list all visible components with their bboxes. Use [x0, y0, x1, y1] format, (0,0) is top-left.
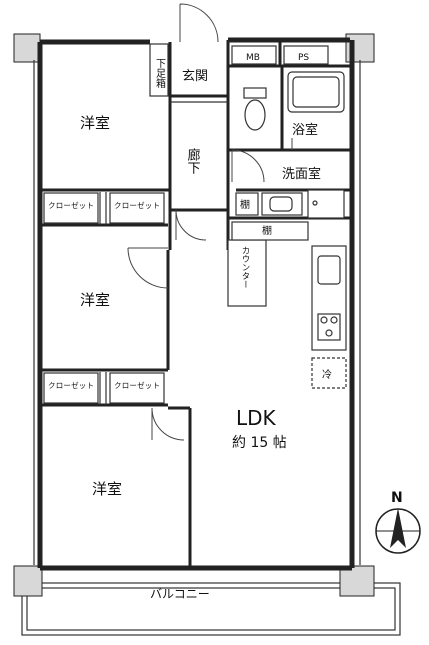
room-label-ldk: LDK [236, 406, 277, 430]
room-label-hallway: 廊下 [185, 147, 201, 174]
fixture-label-shoe-box: 下足箱 [154, 58, 166, 89]
compass-icon: N [375, 490, 421, 554]
doors [127, 3, 293, 441]
interior-walls [40, 40, 352, 568]
room-label-western-1: 洋室 [80, 114, 110, 132]
fixture-label-shelf-1: 棚 [240, 198, 250, 211]
room-label-bathroom: 浴室 [292, 122, 318, 138]
fixtures [43, 43, 347, 404]
closet-label-1a: クローゼット [48, 200, 94, 210]
fixture-label-ps: PS [298, 53, 309, 63]
fixture-label-mb: MB [246, 53, 260, 63]
room-label-western-2: 洋室 [80, 291, 110, 309]
room-label-western-3: 洋室 [92, 480, 122, 498]
fixture-label-fridge: 冷 [322, 368, 332, 381]
room-label-washroom: 洗面室 [282, 166, 321, 182]
closet-label-1b: クローゼット [114, 200, 160, 210]
fixture-label-shelf-2: 棚 [262, 224, 272, 237]
compass-north-label: N [391, 490, 403, 506]
closet-label-2a: クローゼット [48, 380, 94, 390]
exterior-walls [33, 37, 361, 571]
room-label-entrance: 玄関 [182, 69, 208, 84]
balcony-railing [21, 582, 401, 636]
room-label-balcony: バルコニー [150, 587, 210, 601]
closet-label-2b: クローゼット [114, 380, 160, 390]
fixture-label-counter: カウンター [240, 246, 250, 289]
room-label-ldk-size: 約 15 帖 [232, 435, 287, 451]
